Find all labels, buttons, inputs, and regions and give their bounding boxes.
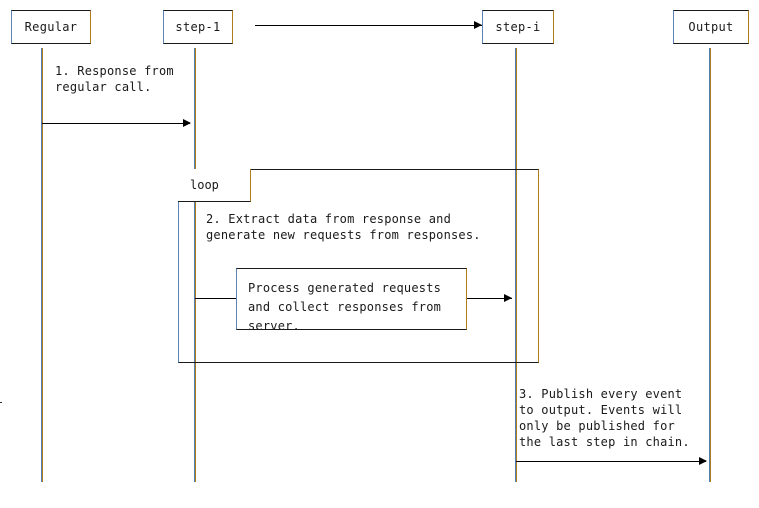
edge-artifact-tick	[0, 402, 2, 403]
message-line-response-from-regular	[42, 123, 190, 124]
fragment-loop-body-text: 2. Extract data from response and genera…	[206, 212, 481, 242]
participant-label-step-1: step-1	[175, 20, 221, 34]
message-arrowhead-process-generated-requests	[504, 294, 512, 302]
note-process-generated-requests: Process generated requests and collect r…	[236, 268, 467, 333]
message-arrowhead-response-from-regular	[183, 119, 191, 127]
message-label-publish-every-event: 3. Publish every event to output. Events…	[519, 387, 690, 449]
fragment-loop-label-box: loop	[178, 169, 251, 202]
fragment-loop	[178, 169, 539, 363]
participant-box-regular[interactable]: Regular	[11, 10, 91, 44]
message-line-publish-every-event	[516, 461, 706, 462]
message-label-response-from-regular: 1. Response from regular call.	[55, 64, 174, 94]
note-process-generated-requests-text: Process generated requests and collect r…	[248, 281, 442, 333]
fragment-loop-label: loop	[190, 178, 219, 192]
participant-box-output[interactable]: Output	[673, 10, 749, 44]
participant-box-step-1[interactable]: step-1	[163, 10, 233, 44]
message-arrowhead-chain-continuation	[474, 21, 482, 29]
lifeline-step-i	[515, 48, 517, 482]
message-line-chain-continuation	[255, 25, 482, 26]
message-arrowhead-publish-every-event	[699, 457, 707, 465]
lifeline-step-1	[194, 48, 196, 482]
participant-label-output: Output	[688, 20, 734, 34]
lifeline-regular	[41, 48, 43, 482]
participant-box-step-i[interactable]: step-i	[482, 10, 554, 44]
participant-label-step-i: step-i	[495, 20, 541, 34]
participant-label-regular: Regular	[24, 20, 78, 34]
lifeline-output	[709, 48, 711, 482]
